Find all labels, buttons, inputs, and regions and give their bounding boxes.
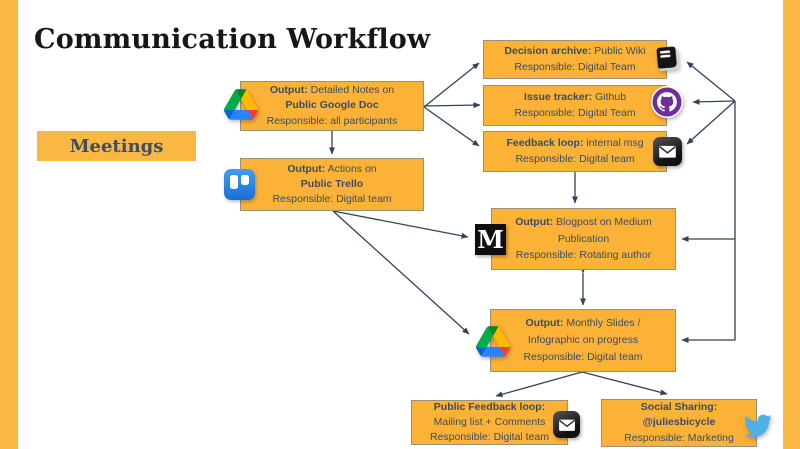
node-issue-tracker: Issue tracker: Github Responsible: Digit…	[483, 85, 667, 126]
node-public-feedback-loop: Public Feedback loop: Mailing list + Com…	[411, 400, 568, 445]
node-line: Responsible: Rotating author	[515, 249, 652, 262]
trello-icon	[224, 169, 255, 200]
right-accent-bar	[783, 0, 800, 449]
node-line: Responsible: Digital team	[272, 193, 392, 206]
node-line: Responsible: Digital team	[429, 431, 550, 444]
node-line: Responsible: Digital team	[523, 350, 643, 363]
node-medium-blogpost: Output: Blogpost on Medium Publication R…	[491, 208, 676, 270]
node-monthly-slides: Output: Monthly Slides / Infographic on …	[490, 309, 676, 372]
medium-icon: M	[475, 224, 506, 255]
node-decision-archive: Decision archive: Public Wiki Responsibl…	[483, 40, 667, 79]
node-line: Mailing list + Comments	[433, 415, 546, 428]
github-icon	[651, 86, 683, 118]
node-line: Responsible: Digital Team	[514, 60, 636, 73]
meetings-label: Meetings	[69, 135, 164, 157]
node-line: Responsible: Digital Team	[514, 106, 636, 119]
node-line: Output: Blogpost on Medium	[515, 215, 652, 228]
node-line: Public Google Doc	[285, 99, 379, 112]
node-line: Responsible: all participants	[266, 114, 398, 127]
node-line: Issue tracker: Github	[523, 91, 627, 104]
node-line: Social Sharing:	[640, 401, 718, 414]
page-title: Communication Workflow	[34, 24, 431, 55]
node-google-doc-output: Output: Detailed Notes on Public Google …	[240, 81, 424, 131]
node-line: Decision archive: Public Wiki	[504, 45, 646, 58]
node-line: Public Feedback loop:	[433, 400, 546, 413]
meetings-label-box: Meetings	[37, 131, 196, 161]
node-trello-output: Output: Actions on Public Trello Respons…	[240, 158, 424, 211]
google-drive-icon	[224, 89, 258, 120]
node-line: Publication	[557, 232, 610, 245]
notebook-icon	[656, 46, 679, 71]
node-line: Output: Detailed Notes on	[269, 84, 395, 97]
node-line: @juliesbicycle	[642, 416, 716, 429]
node-line: Output: Monthly Slides /	[525, 317, 641, 330]
node-line: Output: Actions on	[287, 162, 377, 175]
left-accent-bar	[0, 0, 18, 449]
node-line: Infographic on progress	[527, 334, 639, 347]
twitter-icon	[744, 414, 772, 438]
node-feedback-loop: Feedback loop: internal msg Responsible:…	[483, 131, 667, 172]
node-social-sharing: Social Sharing: @juliesbicycle Responsib…	[601, 399, 757, 447]
node-line: Responsible: Digital team	[515, 152, 635, 165]
node-line: Feedback loop: internal msg	[506, 137, 644, 150]
node-line: Responsible: Marketing	[624, 431, 734, 444]
email-icon	[653, 137, 682, 166]
email-icon	[553, 411, 580, 438]
node-line: Public Trello	[300, 177, 364, 190]
google-drive-icon	[476, 326, 510, 357]
